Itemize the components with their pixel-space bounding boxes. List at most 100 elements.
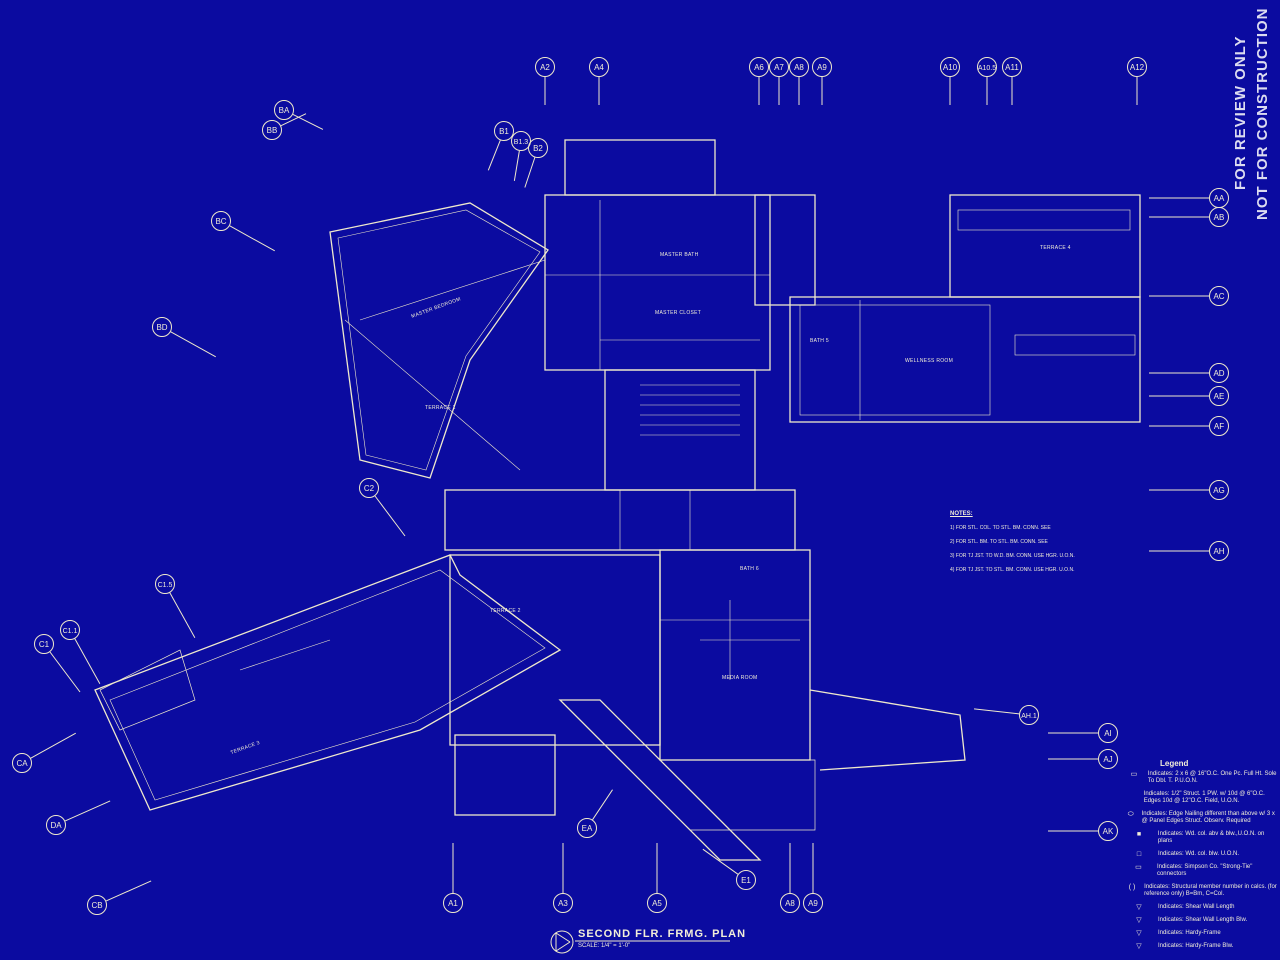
grid-bubble: BA [274,100,324,130]
grid-bubble-circle [1127,57,1147,77]
grid-bubble: DA [46,800,111,835]
grid-label: A8 [794,63,804,72]
grid-bubble: A8 [780,843,800,913]
north-arrow-icon [550,930,730,954]
grid-label: A3 [558,899,568,908]
grid-bubble-circle [1019,705,1039,725]
grid-label: AE [1214,392,1225,401]
grid-bubble: AH.1 [974,705,1039,725]
grid-bubble-circle [511,131,531,151]
grid-bubble: AH [1149,541,1229,561]
grid-label: AK [1103,827,1114,836]
grid-label: A10.5 [978,65,996,72]
room-label: TERRACE 1 [425,405,456,411]
legend-text: Indicates: Shear Wall Length Blw. [1158,917,1248,923]
grid-bubble-circle [1098,723,1118,743]
notes-block: NOTES: 1) FOR STL. COL. TO STL. BM. CONN… [950,507,1075,577]
legend-item: ▽ Indicates: Hardy-Frame [1120,930,1280,937]
wall-master-wing [329,202,549,479]
legend-item: ▽Indicates: Shear Wall Length Blw. [1120,917,1280,924]
grid-leader-line [974,708,1020,715]
grid-label: A4 [594,63,604,72]
grid-label: B2 [533,144,543,153]
grid-bubble: A6 [749,57,769,105]
grid-bubble: B2 [524,138,548,188]
grid-bubble: A10.5 [977,57,997,105]
grid-bubble: CA [12,732,76,773]
grid-bubble: AI [1048,723,1118,743]
grid-bubble: A9 [803,843,823,913]
grid-label: DA [50,821,62,830]
legend-item: Indicates: 1/2" Struct. 1 PW. w/ 10d @ 6… [1120,791,1280,805]
grid-label: AI [1104,729,1112,738]
legend-symbol-icon: ▽ [1136,930,1142,937]
legend-symbol-icon: □ [1136,851,1142,858]
grid-bubble: C1 [34,634,81,693]
legend-item: ▭Indicates: Simpson Co. "Strong-Tie" con… [1120,864,1280,878]
room-label: MASTER CLOSET [655,310,702,316]
grid-leader-line [702,848,739,875]
grid-bubble: A8 [789,57,809,105]
grid-label: BD [156,323,167,332]
legend-text: Indicates: Hardy-Frame Blw. [1158,943,1234,949]
grid-bubble-circle [789,57,809,77]
legend-symbol-icon: ▭ [1130,771,1138,778]
grid-bubble: A5 [647,843,667,913]
legend-item: ■Indicates: Wd. col. abv & blw.,U.O.N. o… [1120,831,1280,845]
review-stamp: FOR REVIEW ONLY NOT FOR CONSTRUCTION [1232,8,1280,230]
grid-leader-line [30,732,76,759]
grid-bubble: BD [152,317,216,358]
grid-bubble: B1 [487,121,514,171]
grid-bubble-circle [1209,416,1229,436]
grid-bubble-circle [443,893,463,913]
grid-bubble: A7 [769,57,789,105]
legend-title: Legend [1160,759,1189,768]
grid-bubble-circle [780,893,800,913]
legend-symbol-icon [1120,791,1144,805]
grid-label: B1 [499,127,509,136]
grid-bubble: AK [1048,821,1118,841]
grid-bubble-circle [803,893,823,913]
grid-bubble-circle [812,57,832,77]
grid-bubble-circle [553,893,573,913]
grid-label: A12 [1130,63,1145,72]
grid-bubble-circle [769,57,789,77]
grid-bubble: EA [577,789,613,838]
grid-label: AD [1213,369,1224,378]
grid-bubble-circle [589,57,609,77]
grid-label: EA [582,824,593,833]
wall-master-core [544,194,771,371]
grid-bubble: A11 [1002,57,1022,105]
grid-bubble: AF [1149,416,1229,436]
legend: Legend ▭Indicates: 2 x 6 @ 16"O.C. One P… [1120,760,1280,956]
grid-bubble-circle [577,818,597,838]
grid-bubble-circle [647,893,667,913]
grid-bubble: AA [1149,188,1229,208]
legend-item: ▭Indicates: 2 x 6 @ 16"O.C. One Pc. Full… [1120,771,1280,785]
grid-bubble-circle [12,753,32,773]
grid-bubble: A1 [443,843,463,913]
grid-bubble: C1.1 [60,620,101,684]
grid-bubble: A4 [589,57,609,105]
stamp-line-1: FOR REVIEW ONLY [1232,35,1249,190]
grid-label: AB [1214,213,1225,222]
grid-leader-line [524,157,536,188]
grid-bubble-circle [1002,57,1022,77]
grid-bubble: AG [1149,480,1229,500]
grid-bubble: E1 [702,848,756,890]
grid-bubble-circle [60,620,80,640]
grid-bubble-circle [211,211,231,231]
note-item: 3) FOR TJ JST. TO W.D. BM. CONN. USE HGR… [950,553,1075,559]
grid-bubble-circle [34,634,54,654]
legend-item: ▽ Indicates: Hardy-Frame Blw. [1120,943,1280,950]
grid-label: C1.1 [63,628,78,635]
grid-bubble-circle [736,870,756,890]
grid-label: A6 [754,63,764,72]
grid-bubble-circle [274,100,294,120]
legend-item: ⬭Indicates: Edge Nailing different than … [1120,811,1280,825]
room-label: BATH 6 [740,566,759,572]
legend-text: Indicates: Hardy-Frame [1158,930,1221,936]
legend-symbol-icon: ▽ [1136,943,1142,950]
stamp-line-2: NOT FOR CONSTRUCTION [1254,7,1271,221]
